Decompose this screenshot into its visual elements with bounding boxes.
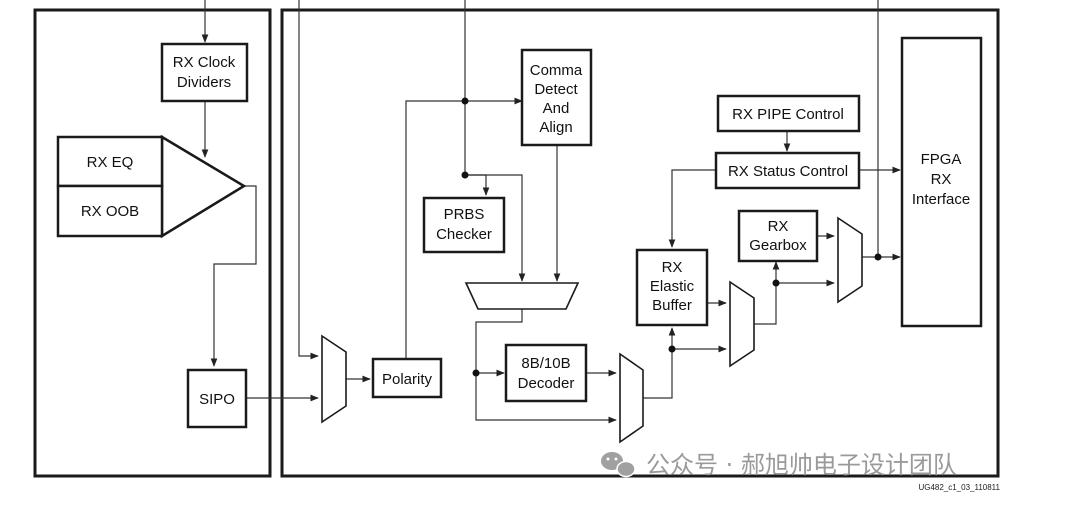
rx-eq-label: RX EQ [87, 154, 134, 171]
sipo-label: SIPO [199, 391, 235, 408]
decoder-label-2: Decoder [518, 375, 575, 392]
rx-status-control-block: RX Status Control [714, 151, 861, 190]
polarity-label: Polarity [382, 371, 433, 388]
pma-region-frame [33, 8, 272, 478]
prbs-checker-block: PRBS Checker [422, 196, 506, 254]
fpga-label-1: FPGA [921, 151, 962, 168]
watermark: 公众号 · 郝旭帅电子设计团队 [601, 451, 957, 479]
rx-oob-block: RX OOB [56, 184, 164, 238]
prbs-label-1: PRBS [444, 206, 485, 223]
align-mux [464, 282, 580, 310]
pcs-region-frame [280, 8, 1000, 478]
status-control-label: RX Status Control [728, 163, 848, 180]
comma-detect-block: Comma Detect And Align [520, 48, 593, 147]
sipo-block: SIPO [186, 368, 248, 429]
elastic-label-2: Elastic [650, 278, 695, 295]
elastic-label-1: RX [662, 259, 683, 276]
buffer-bypass-mux [729, 280, 755, 368]
decoder-label-1: 8B/10B [521, 355, 570, 372]
prbs-label-2: Checker [436, 226, 492, 243]
gearbox-bypass-mux [837, 216, 863, 304]
rx-clock-dividers-label-1: RX Clock [173, 54, 236, 71]
rx-amplifier [160, 134, 247, 239]
rx-oob-label: RX OOB [81, 203, 139, 220]
figure-reference: UG482_c1_03_110811 [918, 483, 1000, 492]
wechat-icon [601, 452, 636, 478]
rx-clock-dividers-label-2: Dividers [177, 74, 231, 91]
junction-dots [461, 97, 882, 377]
rx-gearbox-block: RX Gearbox [737, 209, 819, 263]
fpga-label-2: RX [931, 171, 952, 188]
rx-elastic-buffer-block: RX Elastic Buffer [635, 248, 709, 327]
rx-clock-dividers-block: RX Clock Dividers [160, 42, 249, 103]
fpga-rx-interface-block: FPGA RX Interface [900, 36, 983, 328]
rx-eq-block: RX EQ [56, 135, 164, 188]
input-mux [321, 334, 347, 424]
comma-label-1: Comma [530, 62, 583, 79]
comma-label-4: Align [539, 119, 572, 136]
fpga-label-3: Interface [912, 191, 970, 208]
polarity-block: Polarity [371, 357, 443, 399]
gearbox-label-1: RX [768, 218, 789, 235]
comma-label-3: And [543, 100, 570, 117]
pipe-control-label: RX PIPE Control [732, 106, 844, 123]
rx-pipe-control-block: RX PIPE Control [716, 94, 861, 133]
elastic-label-3: Buffer [652, 297, 692, 314]
gearbox-label-2: Gearbox [749, 237, 807, 254]
signal-wires [201, 0, 901, 424]
decoder-bypass-mux [619, 352, 644, 444]
watermark-text: 公众号 · 郝旭帅电子设计团队 [646, 451, 957, 479]
comma-label-2: Detect [534, 81, 578, 98]
decoder-block: 8B/10B Decoder [504, 343, 588, 403]
